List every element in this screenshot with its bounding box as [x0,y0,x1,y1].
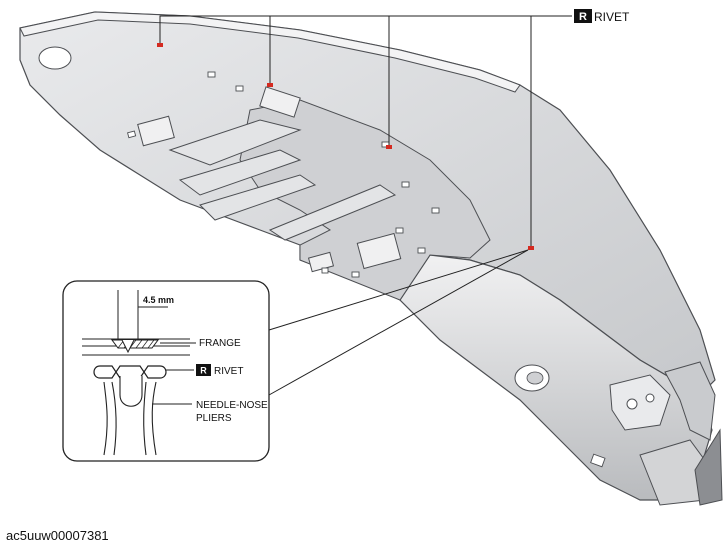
rivet-marker [528,246,534,250]
rivet-leader-lines [159,15,572,248]
rivet-callout: R RIVET [574,9,630,24]
detail-connector [268,249,529,396]
pliers-label-line2: PLIERS [196,413,232,424]
dimension-label: 4.5 mm [143,295,174,305]
flange-label: FRANGE [199,338,241,349]
rivet-label: RIVET [594,10,630,24]
r-badge [574,9,592,23]
figure-caption: ac5uuw00007381 [6,528,109,543]
dashboard-panel [19,11,723,506]
rivet-markers [157,43,534,250]
detail-r-badge [196,364,211,376]
detail-r-badge-text: R [200,366,207,376]
pliers-label-line1: NEEDLE-NOSE [196,400,268,411]
rivet-marker [386,145,392,149]
detail-rivet-label: RIVET [214,366,243,377]
rivet-marker [267,83,273,87]
r-badge-text: R [579,11,587,23]
rivet-marker [157,43,163,47]
detail-inset: 4.5 mm FRANGE R RIVET [62,280,270,462]
